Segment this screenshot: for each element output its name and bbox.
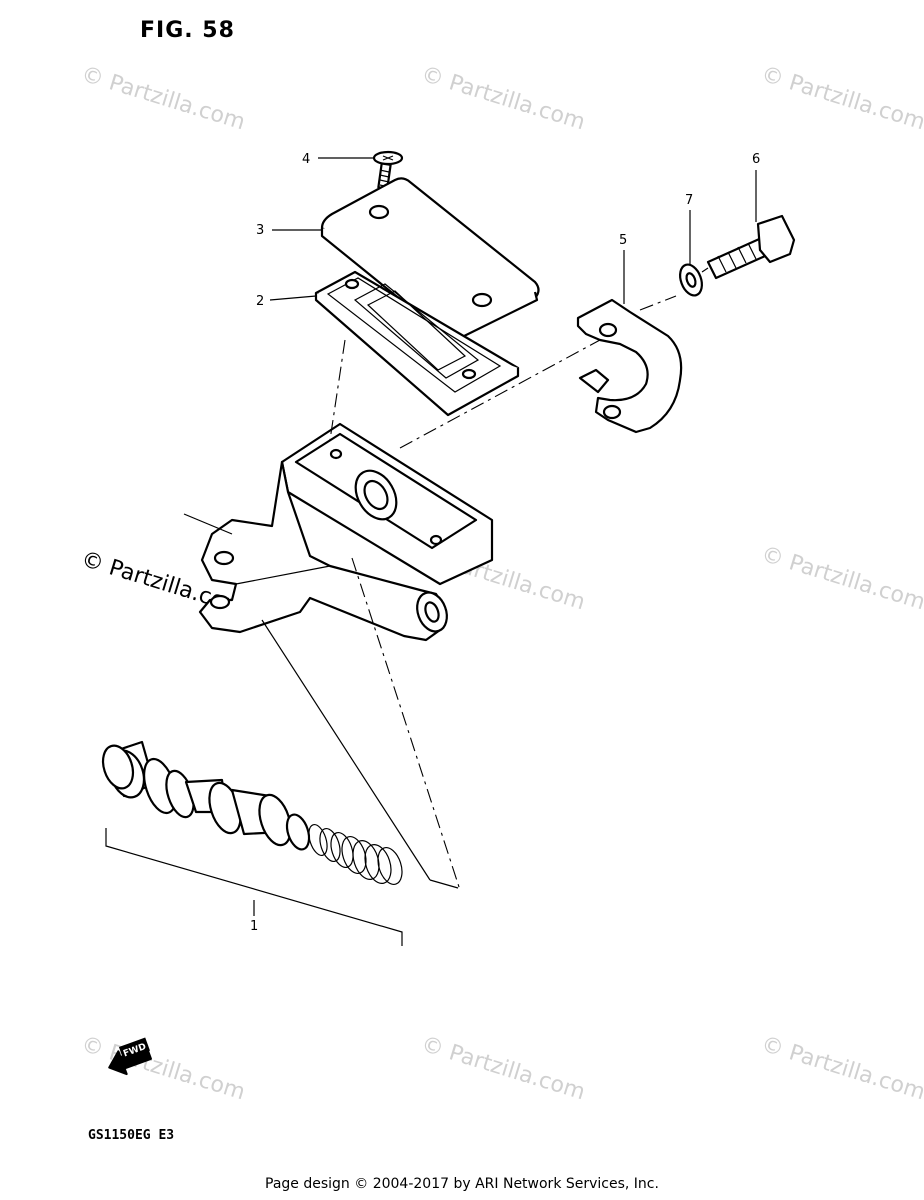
watermark: © Partzilla.com — [758, 1032, 924, 1106]
part-6-bolt — [706, 214, 796, 280]
part-1-piston-assembly — [101, 740, 403, 885]
part-1-bracket — [105, 828, 403, 946]
assembly-lines — [183, 267, 709, 891]
watermark: © Partzilla.com — [418, 1032, 588, 1106]
part-2-diaphragm — [314, 270, 520, 417]
master-cylinder-body — [198, 422, 494, 642]
part-7-washer — [679, 263, 703, 297]
fwd-arrow-icon: FWD — [108, 1037, 152, 1076]
watermark-group: © Partzilla.com © Partzilla.com © Partzi… — [78, 62, 924, 1106]
watermark: © Partzilla.com — [758, 542, 924, 616]
watermark: © Partzilla.com — [78, 62, 248, 136]
leader-lines — [253, 157, 757, 916]
callout-6: 6 — [752, 152, 760, 167]
model-code: GS1150EG E3 — [88, 1128, 175, 1143]
return-spring — [308, 823, 403, 885]
part-5-clamp — [576, 298, 683, 434]
watermark: © Partzilla.com — [78, 1032, 248, 1106]
callout-7: 7 — [685, 193, 693, 208]
page-footer: Page design © 2004-2017 by ARI Network S… — [265, 1176, 659, 1192]
callout-2: 2 — [256, 294, 264, 309]
callout-5: 5 — [619, 233, 627, 248]
callout-1: 1 — [250, 919, 258, 934]
callouts: 4 3 2 5 7 6 1 — [250, 152, 760, 934]
figure-title: FIG. 58 — [140, 18, 235, 43]
callout-3: 3 — [256, 223, 264, 238]
part-4-screw — [372, 150, 404, 190]
watermark: © Partzilla.com — [418, 62, 588, 136]
watermark: © Partzilla.com — [758, 62, 924, 136]
callout-4: 4 — [302, 152, 310, 167]
